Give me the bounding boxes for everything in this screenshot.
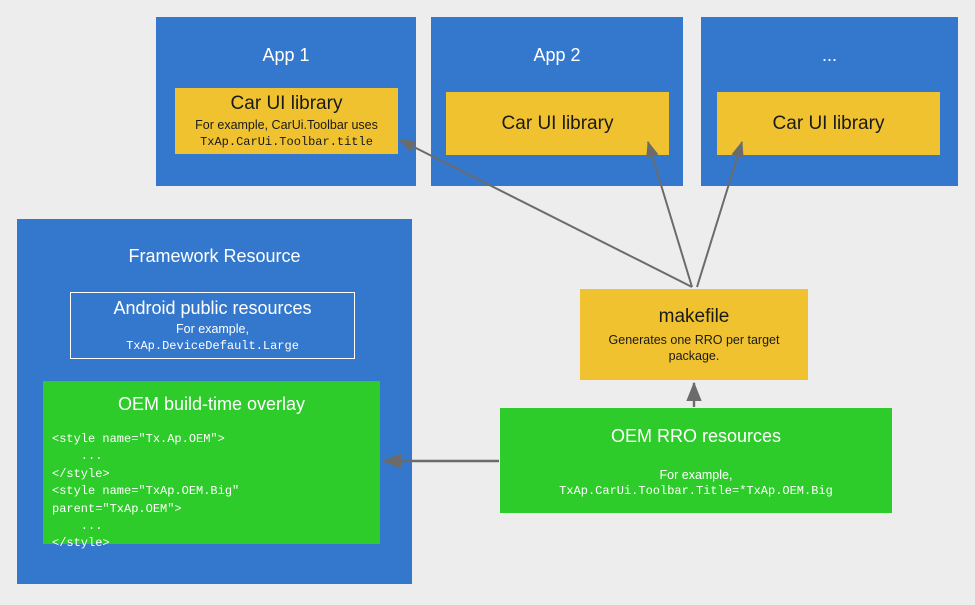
framework-resource-title: Framework Resource [128, 246, 301, 266]
app3-car-ui-library: Car UI library [717, 92, 940, 155]
app1-car-ui-library: Car UI library For example, CarUi.Toolba… [175, 88, 398, 154]
app-1-library-code: TxAp.CarUi.Toolbar.title [200, 134, 373, 149]
app-3-library-title: Car UI library [772, 112, 885, 134]
android-public-resources-box: Android public resources For example, Tx… [70, 292, 355, 359]
oem-rro-resources-subtitle: For example, [659, 468, 733, 482]
app-2-library-title: Car UI library [501, 112, 614, 134]
oem-rro-resources-code: TxAp.CarUi.Toolbar.Title=*TxAp.OEM.Big [559, 484, 833, 498]
app-2-title: App 2 [533, 45, 581, 65]
oem-build-time-overlay-code: <style name="Tx.Ap.OEM"> ... </style> <s… [52, 432, 240, 551]
app-1-title: App 1 [262, 45, 310, 65]
android-public-resources-title: Android public resources [113, 298, 312, 319]
makefile-title: makefile [658, 305, 730, 327]
android-public-resources-code: TxAp.DeviceDefault.Large [126, 338, 299, 353]
makefile-subtitle: Generates one RRO per target package. [608, 332, 780, 363]
oem-build-time-overlay-title: OEM build-time overlay [117, 394, 306, 414]
oem-build-time-overlay: OEM build-time overlay <style name="Tx.A… [43, 381, 380, 550]
app2-car-ui-library: Car UI library [446, 92, 669, 155]
app-1-library-subtitle: For example, CarUi.Toolbar uses [195, 118, 378, 133]
app-1-library-title: Car UI library [230, 92, 343, 114]
android-public-resources-subtitle: For example, [176, 321, 249, 336]
oem-rro-resources: OEM RRO resources For example, TxAp.CarU… [500, 408, 892, 513]
app-3-title: ... [821, 45, 837, 65]
oem-rro-resources-title: OEM RRO resources [610, 426, 782, 446]
makefile: makefile Generates one RRO per target pa… [580, 289, 808, 380]
